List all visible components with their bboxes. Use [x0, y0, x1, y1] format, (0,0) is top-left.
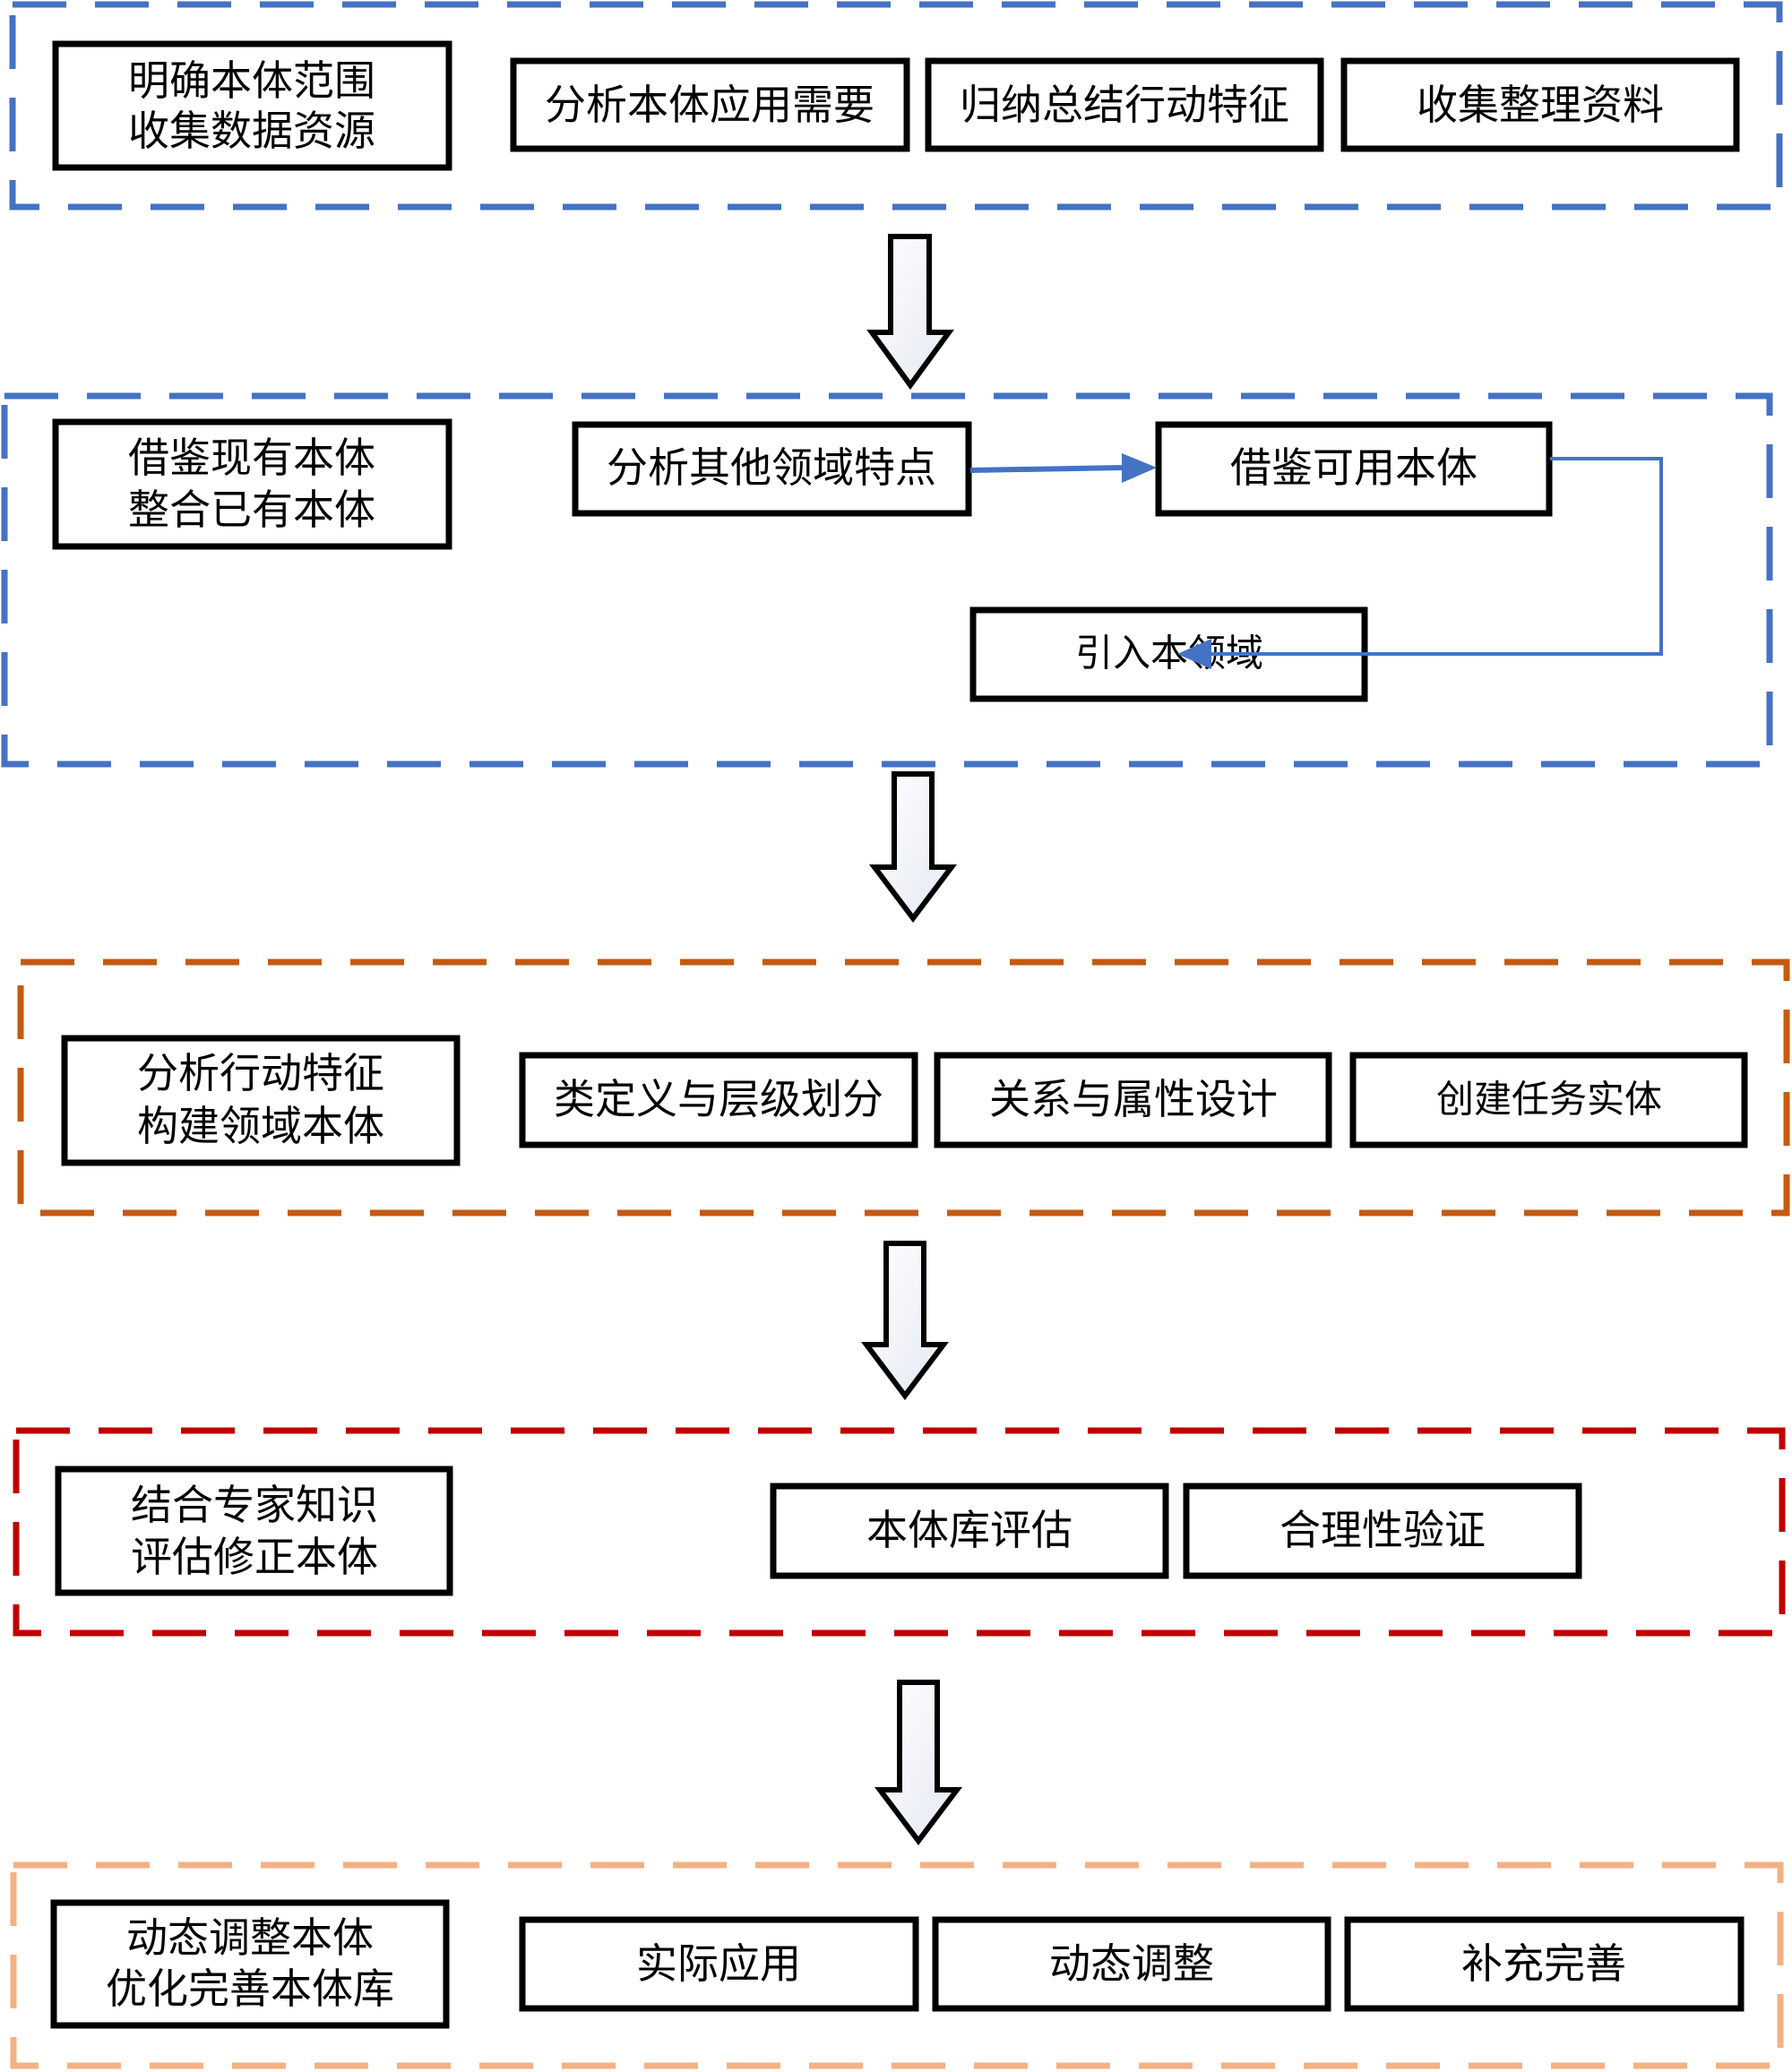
stage-1-label-line-2: 收集数据资源: [128, 107, 375, 155]
down-arrow-icon: [866, 234, 954, 391]
stage-4-frame: [13, 1427, 1786, 1637]
stage-1-item-2: 归纳总结行动特征: [925, 57, 1324, 152]
down-arrow-icon: [874, 1680, 963, 1845]
stage-2-label-box: 借鉴现有本体 整合已有本体: [52, 418, 452, 550]
stage-3-label-line-2: 构建领域本体: [137, 1102, 384, 1150]
stage-3-item-1-text: 类定义与层级划分: [554, 1075, 883, 1123]
stage-5-item-2-text: 动态调整: [1049, 1939, 1214, 1988]
stage-5-label-line-2: 优化完善本体库: [106, 1965, 394, 2013]
stage-2-item-2-text: 借鉴可用本体: [1230, 443, 1478, 492]
stage-3-item-3: 创建任务实体: [1349, 1052, 1748, 1148]
stage-3-frame: [17, 959, 1790, 1217]
stage-3-item-3-text: 创建任务实体: [1436, 1078, 1662, 1122]
stage-4-label-line-2: 评估修正本体: [131, 1533, 378, 1581]
stage-5-item-1: 实际应用: [519, 1916, 919, 2012]
stage-1-label-box: 明确本体范围 收集数据资源: [52, 40, 452, 171]
stage-2-group: 借鉴现有本体 整合已有本体 分析其他领域特点 借鉴可用本体 引入本领域: [1, 392, 1773, 768]
stage-2-item-borrow-ontology: 借鉴可用本体: [1155, 421, 1553, 517]
down-arrow-icon: [868, 771, 958, 923]
stage-3-item-2: 关系与属性设计: [934, 1052, 1332, 1148]
stage-4-item-1-text: 本体库评估: [866, 1506, 1073, 1554]
stage-2-label-line-1: 借鉴现有本体: [128, 434, 375, 482]
stage-1-label-line-1: 明确本体范围: [128, 56, 375, 105]
stage-5-group: 动态调整本体 优化完善本体库 实际应用 动态调整 补充完善: [10, 1861, 1784, 2069]
stage-4-item-2-text: 合理性验证: [1279, 1506, 1486, 1554]
stage-2-label-line-2: 整合已有本体: [128, 486, 375, 534]
arrowhead-right-icon: [1122, 453, 1157, 483]
arrowhead-left-icon: [1177, 639, 1211, 669]
stage-3-label-box: 分析行动特征 构建领域本体: [61, 1035, 461, 1166]
stage-4-group: 结合专家知识 评估修正本体 本体库评估 合理性验证: [13, 1427, 1786, 1637]
stage-3-item-2-text: 关系与属性设计: [989, 1075, 1278, 1123]
stage-3-label-line-1: 分析行动特征: [137, 1049, 384, 1097]
stage-5-item-3: 补充完善: [1344, 1916, 1745, 2012]
stage-1-item-1: 分析本体应用需要: [510, 57, 910, 152]
stage-1-group: 明确本体范围 收集数据资源 分析本体应用需要 归纳总结行动特征 收集整理资料: [9, 1, 1783, 211]
stage-5-frame: [10, 1861, 1784, 2069]
stage-4-item-2: 合理性验证: [1183, 1483, 1582, 1579]
stage-5-label-box: 动态调整本体 优化完善本体库: [50, 1899, 450, 2029]
stage-2-frame: [1, 392, 1773, 768]
connector-borrow-to-introduce: [1177, 457, 1663, 669]
stage-1-item-3-text: 收集整理资料: [1417, 81, 1664, 129]
stage-1-item-3: 收集整理资料: [1340, 57, 1740, 152]
connector-analyze-to-borrow: [969, 453, 1157, 483]
stage-3-group: 分析行动特征 构建领域本体 类定义与层级划分 关系与属性设计 创建任务实体: [17, 959, 1790, 1217]
stage-4-label-box: 结合专家知识 评估修正本体: [55, 1466, 453, 1596]
stage-1-item-1-text: 分析本体应用需要: [545, 81, 874, 129]
stage-1-frame: [9, 1, 1783, 211]
stage-5-label-line-1: 动态调整本体: [126, 1913, 374, 1962]
stage-4-label-line-1: 结合专家知识: [131, 1481, 378, 1529]
stage-2-item-analyze-domains: 分析其他领域特点: [572, 421, 972, 517]
stage-5-item-2: 动态调整: [932, 1916, 1331, 2012]
stage-3-item-1: 类定义与层级划分: [519, 1052, 918, 1148]
stage-1-item-2-text: 归纳总结行动特征: [960, 81, 1289, 129]
stage-5-item-1-text: 实际应用: [636, 1939, 801, 1988]
stage-5-item-3-text: 补充完善: [1461, 1939, 1626, 1988]
stage-4-item-1: 本体库评估: [770, 1483, 1169, 1579]
down-arrow-icon: [860, 1241, 950, 1400]
stage-2-item-1-text: 分析其他领域特点: [607, 443, 936, 492]
